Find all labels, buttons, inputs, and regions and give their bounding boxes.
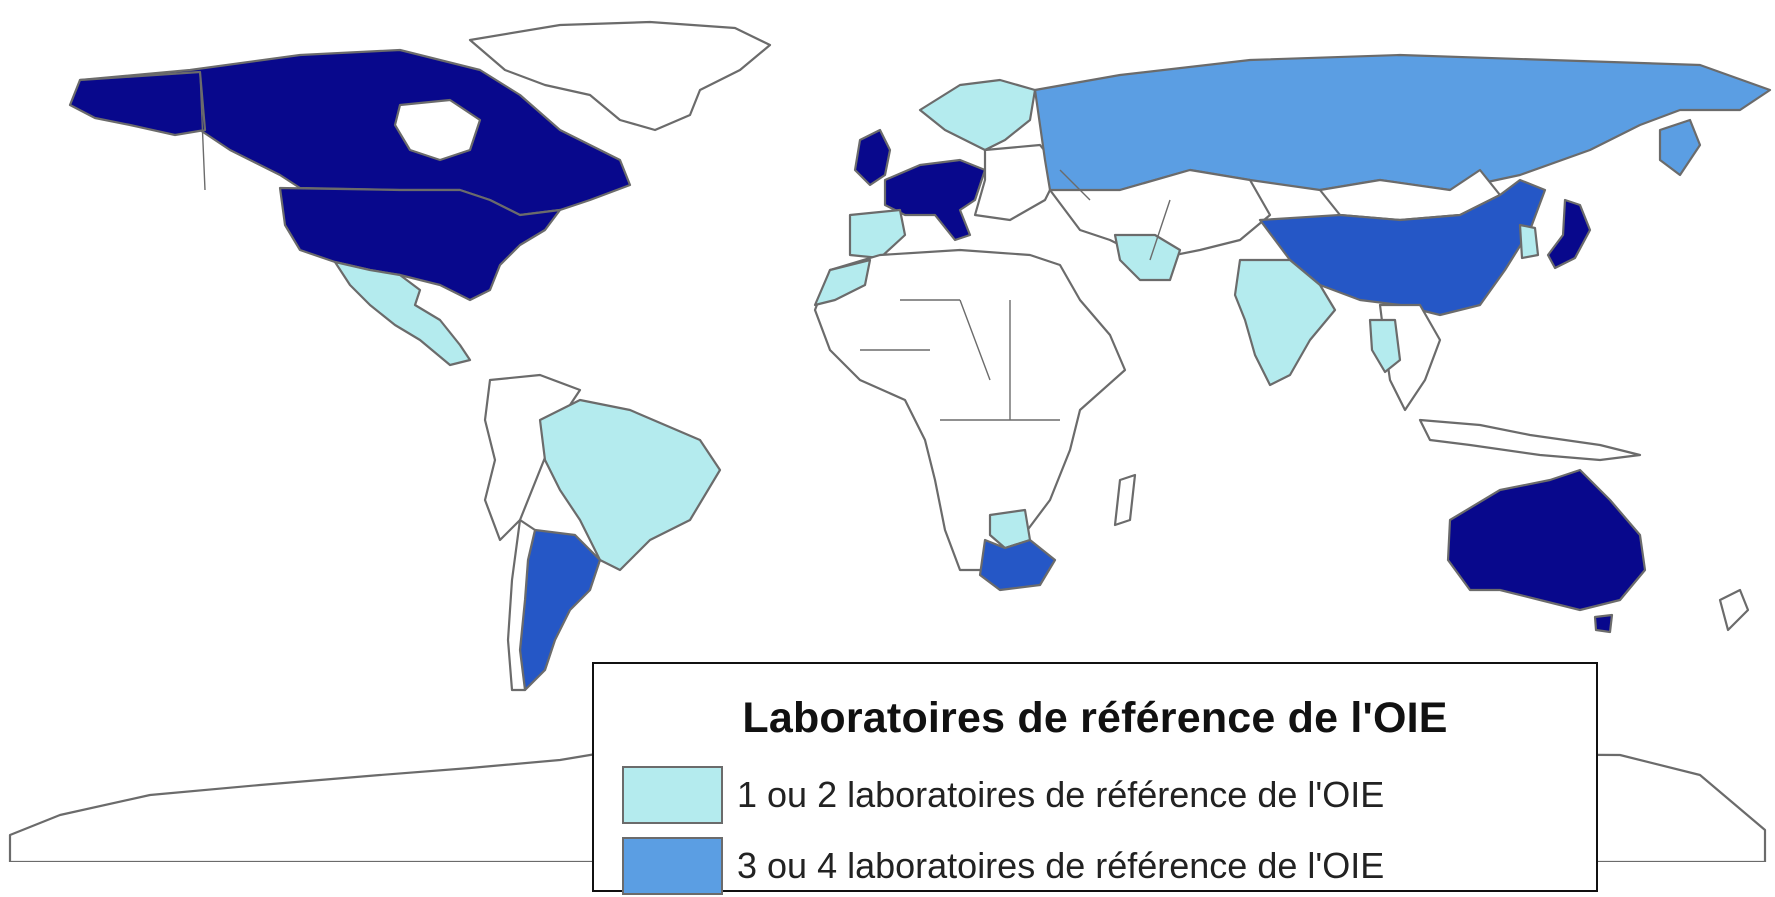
region-australia: [1446, 468, 1647, 612]
region-greenland: [468, 20, 772, 132]
region-scandinavia: [918, 78, 1037, 152]
region-usa: [278, 186, 562, 302]
region-mexico: [333, 260, 472, 367]
region-chile: [506, 518, 537, 692]
legend-label-1-2: 1 ou 2 laboratoires de référence de l'OI…: [737, 774, 1385, 815]
region-korea: [1518, 223, 1540, 260]
region-thailand: [1368, 318, 1402, 374]
region-indonesia: [1418, 418, 1642, 462]
region-africa: [813, 248, 1127, 572]
region-brazil: [538, 398, 722, 572]
region-india: [1233, 258, 1337, 387]
region-alaska: [68, 70, 207, 137]
legend-item-3-4: 3 ou 4 laboratoires de référence de l'OI…: [622, 835, 1384, 897]
region-kamchatka: [1658, 118, 1702, 177]
legend-title: Laboratoires de référence de l'OIE: [742, 694, 1448, 742]
region-iberia: [848, 208, 907, 260]
region-new-zealand: [1718, 588, 1750, 632]
legend-label-3-4: 3 ou 4 laboratoires de référence de l'OI…: [737, 845, 1385, 886]
region-south-africa: [978, 538, 1057, 592]
region-tasmania: [1593, 613, 1614, 634]
region-china: [1258, 178, 1547, 317]
region-central-asia: [1048, 168, 1272, 262]
region-uk: [853, 128, 892, 187]
region-hudson-bay: [393, 98, 482, 162]
region-argentina: [518, 528, 602, 692]
region-morocco: [813, 258, 872, 307]
region-iran: [1113, 233, 1182, 282]
map-legend: Laboratoires de référence de l'OIE 1 ou …: [592, 662, 1598, 895]
border-lines: [199, 71, 1171, 421]
region-madagascar: [1113, 473, 1137, 527]
legend-swatch-3-4: [622, 837, 723, 895]
legend-item-1-2: 1 ou 2 laboratoires de référence de l'OI…: [622, 764, 1384, 826]
legend-swatch-1-2: [622, 766, 723, 824]
region-japan: [1546, 198, 1592, 270]
